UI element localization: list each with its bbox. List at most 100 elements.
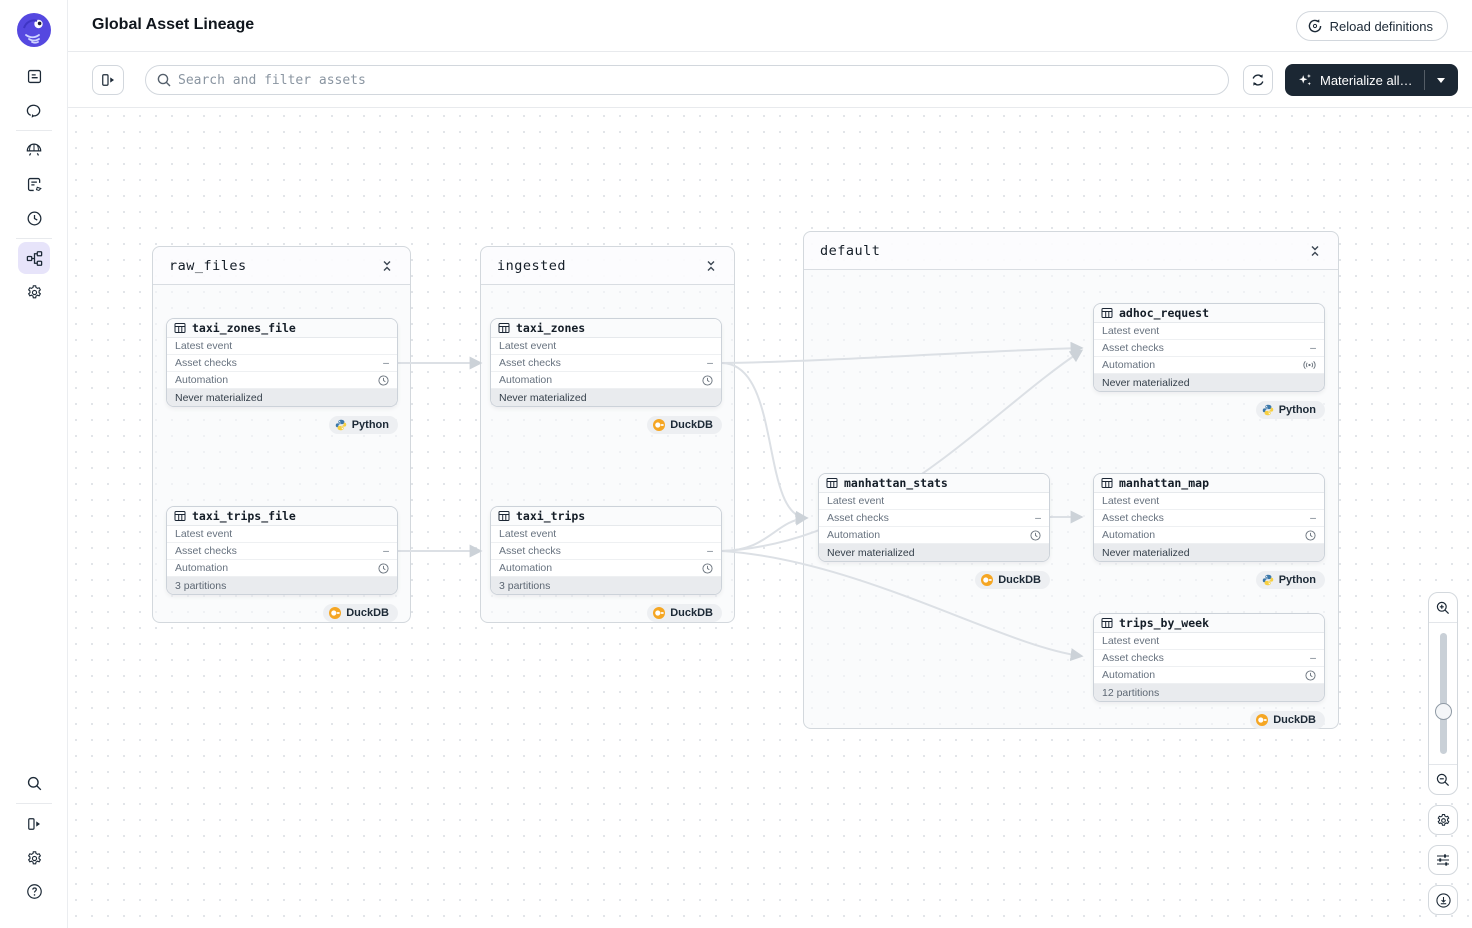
kind-badge-duckdb[interactable]: DuckDB — [647, 416, 722, 434]
asset-card[interactable]: adhoc_request Latest event Asset checks–… — [1093, 303, 1325, 392]
help-icon — [26, 883, 42, 899]
group-title: ingested — [497, 257, 567, 274]
graph-filters-button[interactable] — [1428, 845, 1458, 875]
badge-label: DuckDB — [670, 607, 713, 619]
materialization-status: Never materialized — [491, 389, 721, 406]
dash-value: – — [1310, 512, 1316, 524]
asset-card[interactable]: taxi_trips_file Latest event Asset check… — [166, 506, 398, 595]
sliders-icon — [1437, 854, 1449, 866]
asset-name: adhoc_request — [1119, 306, 1210, 320]
nav-item-deployment[interactable] — [18, 134, 50, 166]
zoom-slider-track[interactable] — [1440, 633, 1447, 754]
zoom-out-button[interactable] — [1429, 764, 1457, 794]
asset-card[interactable]: trips_by_week Latest event Asset checks–… — [1093, 613, 1325, 702]
asset-card[interactable]: taxi_trips Latest event Asset checks– Au… — [490, 506, 722, 595]
table-icon — [1101, 478, 1113, 488]
gear-icon — [1437, 813, 1449, 826]
gear-icon — [27, 850, 41, 864]
nav-item-settings[interactable] — [18, 276, 50, 308]
row-label: Latest event — [827, 495, 885, 507]
duckdb-icon — [329, 607, 342, 619]
row-label: Latest event — [175, 340, 233, 352]
asset-name: taxi_trips — [516, 509, 586, 523]
kind-badge-duckdb[interactable]: DuckDB — [975, 571, 1050, 589]
row-label: Automation — [175, 562, 229, 574]
row-label: Asset checks — [175, 545, 237, 557]
partitions-status: 3 partitions — [167, 577, 397, 594]
row-label: Latest event — [1102, 635, 1160, 647]
search-input[interactable] — [145, 65, 1229, 95]
python-icon — [1262, 404, 1273, 416]
nav-item-help[interactable] — [18, 875, 50, 907]
row-label: Asset checks — [175, 357, 237, 369]
left-nav-rail — [0, 0, 68, 928]
collapse-group-icon[interactable] — [1306, 242, 1324, 260]
row-label: Asset checks — [499, 357, 561, 369]
row-label: Asset checks — [1102, 512, 1164, 524]
row-label: Asset checks — [827, 512, 889, 524]
badge-label: Python — [1278, 404, 1316, 416]
duckdb-icon — [981, 574, 994, 586]
asset-name: manhattan_map — [1119, 476, 1210, 490]
badge-label: DuckDB — [346, 607, 389, 619]
group-header[interactable]: default — [804, 232, 1338, 270]
materialize-options-button[interactable] — [1425, 64, 1457, 96]
deployment-icon — [26, 143, 42, 156]
nav-item-schedules[interactable] — [18, 202, 50, 234]
collapse-group-icon[interactable] — [378, 257, 396, 275]
kind-badge-python[interactable]: Python — [328, 416, 398, 434]
sensor-icon — [1303, 360, 1316, 370]
badge-label: DuckDB — [998, 574, 1041, 586]
download-graph-button[interactable] — [1428, 885, 1458, 915]
refresh-button[interactable] — [1243, 65, 1273, 95]
nav-item-user-settings[interactable] — [18, 842, 50, 874]
row-label: Automation — [1102, 669, 1156, 681]
group-header[interactable]: raw_files — [153, 247, 410, 285]
row-label: Automation — [499, 562, 553, 574]
kind-badge-python[interactable]: Python — [1255, 571, 1325, 589]
table-icon — [498, 323, 510, 333]
dagster-logo[interactable] — [15, 11, 53, 49]
kind-badge-duckdb[interactable]: DuckDB — [647, 604, 722, 622]
group-title: raw_files — [169, 257, 247, 274]
nav-item-asset-lineage[interactable] — [18, 242, 50, 274]
zoom-slider[interactable] — [1429, 623, 1457, 764]
row-label: Asset checks — [499, 545, 561, 557]
zoom-slider-handle[interactable] — [1435, 703, 1452, 720]
asset-card[interactable]: taxi_zones_file Latest event Asset check… — [166, 318, 398, 407]
dash-value: – — [1310, 652, 1316, 664]
asset-node-taxi-zones-file: taxi_zones_file Latest event Asset check… — [166, 318, 398, 434]
graph-settings-button[interactable] — [1428, 805, 1458, 835]
row-label: Automation — [827, 529, 881, 541]
group-header[interactable]: ingested — [481, 247, 734, 285]
asset-card[interactable]: taxi_zones Latest event Asset checks– Au… — [490, 318, 722, 407]
collapse-group-icon[interactable] — [702, 257, 720, 275]
nav-item-expand-sidebar[interactable] — [18, 808, 50, 840]
asset-name: taxi_zones_file — [192, 321, 296, 335]
nav-item-runs[interactable] — [18, 94, 50, 126]
kind-badge-duckdb[interactable]: DuckDB — [1250, 711, 1325, 729]
open-panel-button[interactable] — [92, 65, 124, 95]
kind-badge-duckdb[interactable]: DuckDB — [323, 604, 398, 622]
materialize-all-button[interactable]: Materialize all… — [1285, 64, 1424, 96]
zoom-in-button[interactable] — [1429, 593, 1457, 623]
group-title: default — [820, 242, 881, 259]
nav-item-overview[interactable] — [18, 60, 50, 92]
badge-label: DuckDB — [670, 419, 713, 431]
asset-node-manhattan-map: manhattan_map Latest event Asset checks–… — [1093, 473, 1325, 589]
nav-item-search[interactable] — [18, 767, 50, 799]
kind-badge-python[interactable]: Python — [1255, 401, 1325, 419]
clock-icon — [1305, 529, 1316, 541]
asset-card[interactable]: manhattan_stats Latest event Asset check… — [818, 473, 1050, 562]
reload-definitions-label: Reload definitions — [1329, 18, 1433, 34]
nav-item-jobs[interactable] — [18, 168, 50, 200]
page-title: Global Asset Lineage — [92, 16, 255, 33]
panel-expand-icon — [28, 818, 40, 830]
lineage-graph-icon — [26, 250, 42, 266]
reload-definitions-button[interactable]: Reload definitions — [1295, 11, 1448, 41]
python-icon — [335, 419, 346, 431]
reload-icon — [1308, 19, 1321, 33]
asset-card[interactable]: manhattan_map Latest event Asset checks–… — [1093, 473, 1325, 562]
row-label: Latest event — [175, 528, 233, 540]
lineage-toolbar: Materialize all… — [68, 52, 1472, 108]
